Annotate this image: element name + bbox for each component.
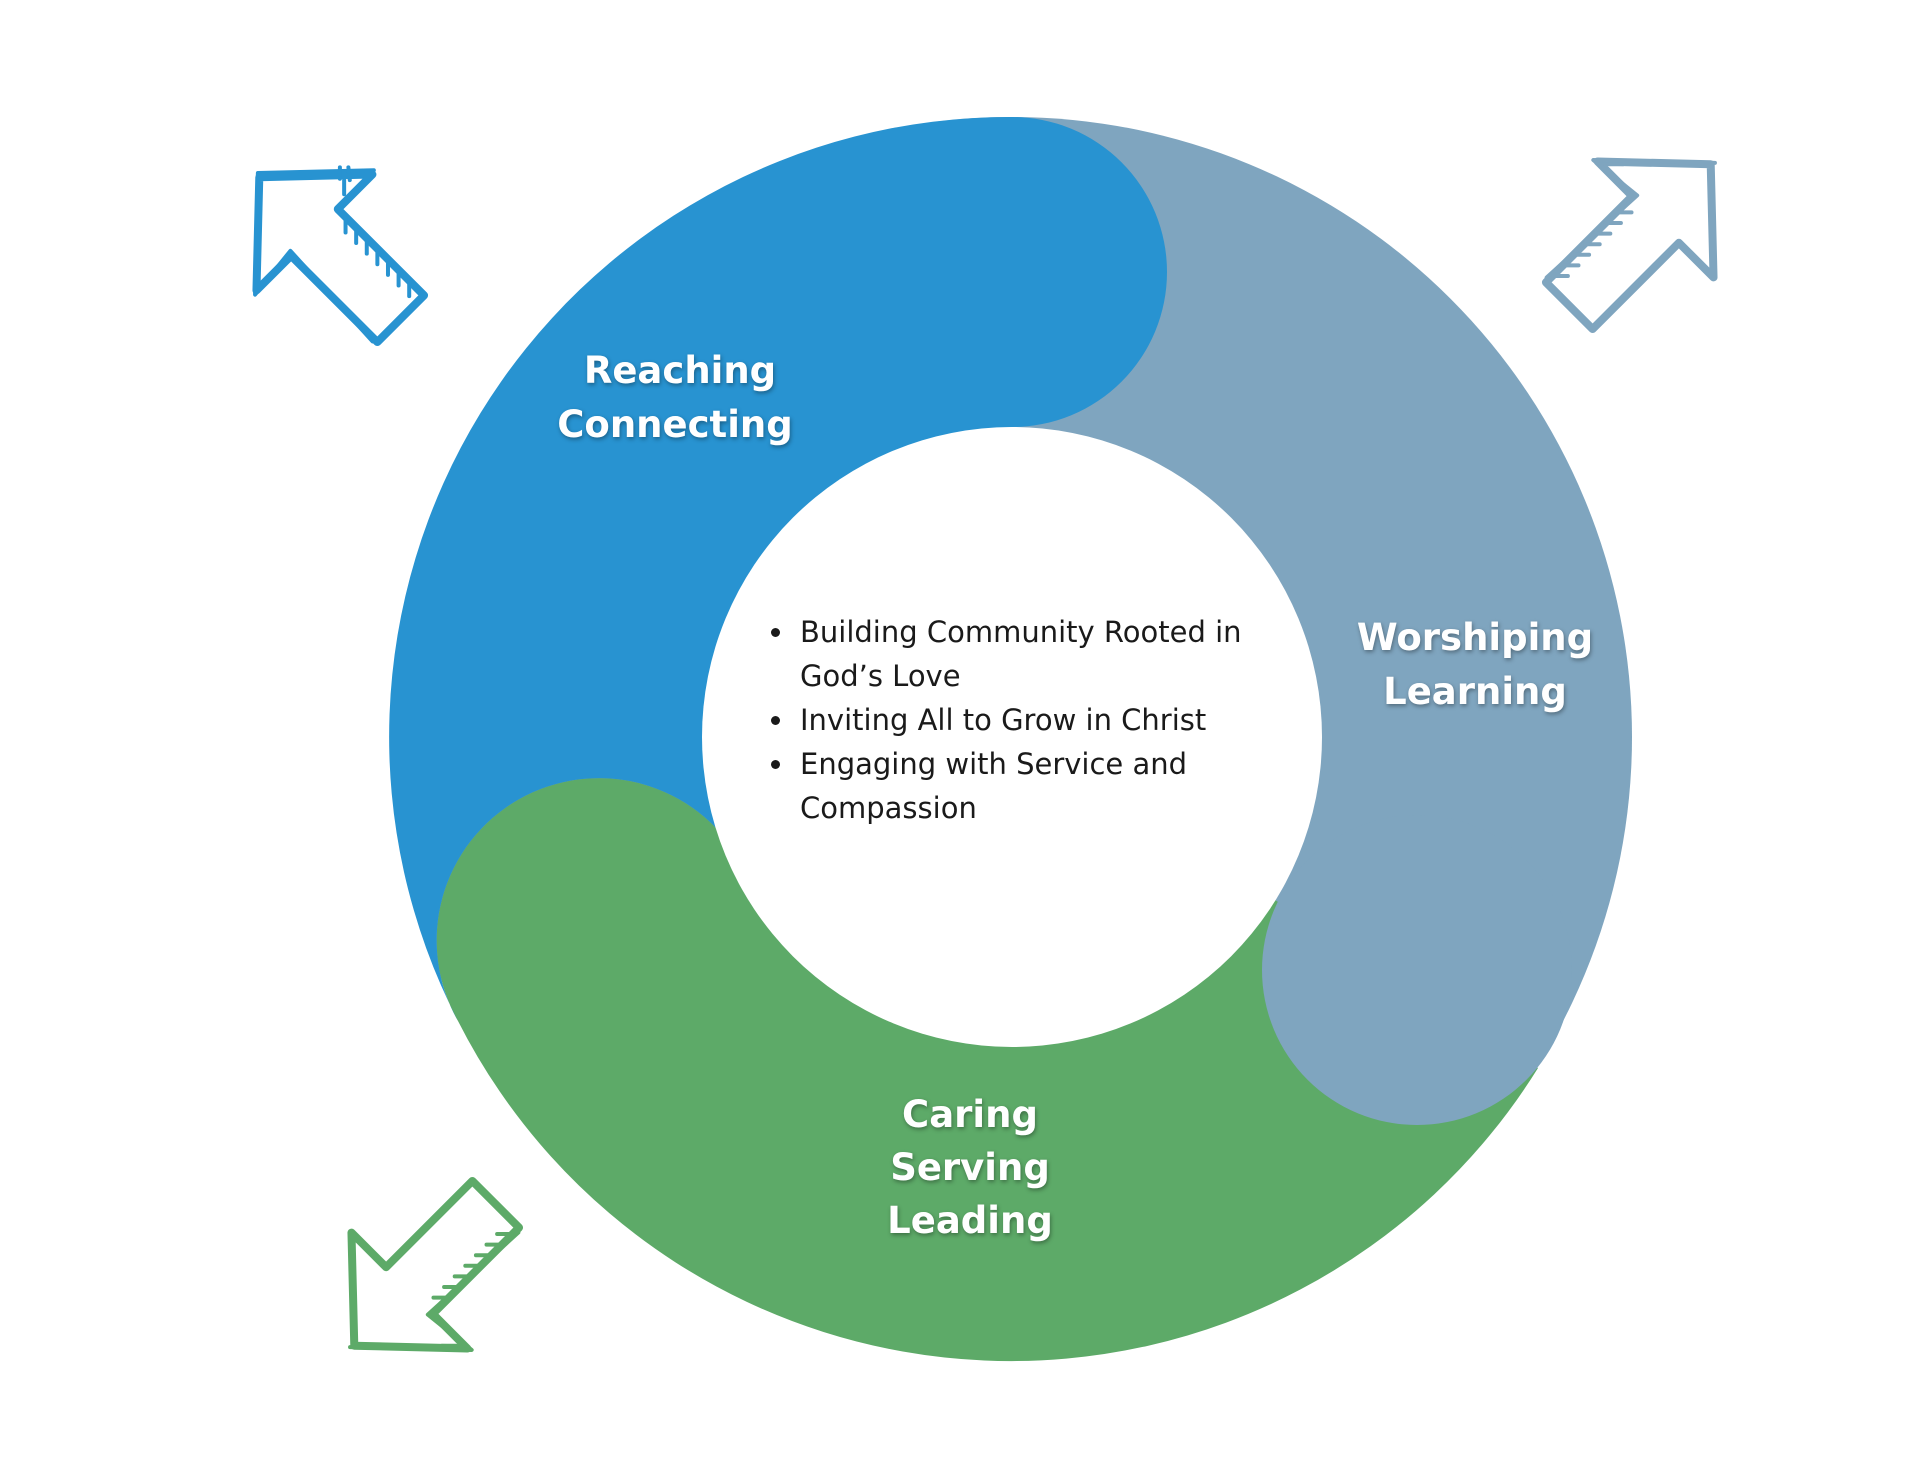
list-item: Engaging with Service and Compassion — [796, 742, 1316, 830]
label-reaching-2: Connecting — [557, 403, 792, 446]
list-item: Inviting All to Grow in Christ — [796, 698, 1316, 742]
center-circle — [702, 427, 1322, 1047]
label-caring-2: Serving — [890, 1146, 1050, 1189]
label-worshiping-1: Worshiping — [1357, 616, 1593, 659]
segment-worshiping-lobe — [1262, 815, 1572, 1125]
list-item: Building Community Rooted in God’s Love — [796, 610, 1316, 698]
segment-reaching — [389, 116, 1167, 1021]
arrow-down-left-icon — [347, 1176, 524, 1353]
arrow-up-left-icon — [252, 165, 429, 347]
label-reaching-1: Reaching — [584, 349, 776, 392]
label-caring-3: Leading — [887, 1199, 1053, 1242]
segment-caring — [436, 778, 1539, 1362]
center-bullet-list: Building Community Rooted in God’s Love … — [760, 610, 1316, 830]
label-caring-1: Caring — [902, 1093, 1038, 1136]
label-worshiping-2: Learning — [1383, 670, 1567, 713]
arrow-up-right-icon — [1541, 157, 1718, 334]
